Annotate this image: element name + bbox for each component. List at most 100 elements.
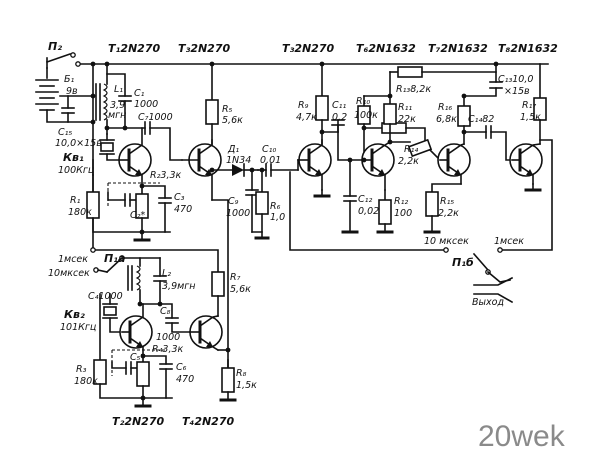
resistor-r5 xyxy=(205,63,219,145)
label-c6: C₆ xyxy=(176,362,187,373)
label-r14v: 2,2к xyxy=(398,156,419,167)
label-d1v: 1N34 xyxy=(226,155,251,166)
output-jack[interactable] xyxy=(473,276,514,304)
capacitor-c12 xyxy=(341,159,359,234)
label-c11v: 0,2 xyxy=(332,112,347,123)
transistor-t2 xyxy=(119,303,153,357)
label-r12v: 100 xyxy=(394,208,412,219)
transistor-t8 xyxy=(509,143,543,185)
transistor-t4 xyxy=(189,315,223,352)
label-c2: C₂* xyxy=(130,210,145,221)
label-r15v: 2,2к xyxy=(438,208,459,219)
label-t2: T₂2N270 xyxy=(112,415,164,428)
label-r15: R₁₅ xyxy=(440,196,454,207)
label-kv1: Кв₁ xyxy=(63,151,84,164)
label-msec1b: 1мсек xyxy=(494,236,524,247)
crystal-kv1 xyxy=(99,133,121,161)
label-c9: C₉ xyxy=(228,196,239,207)
resistor-r9 xyxy=(315,63,329,145)
label-c6v: 470 xyxy=(176,374,194,385)
label-c1v: 1000 xyxy=(134,99,158,110)
resistor-r15 xyxy=(423,191,441,234)
capacitor-c15 xyxy=(61,95,75,123)
resistor-r6 xyxy=(251,169,269,233)
transistor-t5 xyxy=(297,139,332,191)
label-r5: R₅ xyxy=(222,104,233,115)
label-t7: T₇2N1632 xyxy=(428,42,488,55)
resistor-r12 xyxy=(376,189,394,234)
label-msec1: 1мсек xyxy=(58,254,88,265)
label-c10v: 0,01 xyxy=(260,155,281,166)
label-r1: R₁ xyxy=(70,195,81,206)
label-t8: T₈2N1632 xyxy=(498,42,558,55)
label-c5: C₅* xyxy=(130,352,145,363)
resistor-r11 xyxy=(383,95,397,143)
label-r1v: 180к xyxy=(68,207,92,218)
label-kv2v: 101Кгц xyxy=(60,322,96,333)
label-l1v1: 3,9 xyxy=(110,100,125,111)
label-out: Выход xyxy=(472,297,504,308)
label-r3v: 180к xyxy=(74,376,98,387)
label-r9: R₉ xyxy=(298,100,309,111)
label-r6v: 1,0 xyxy=(270,212,285,223)
label-l1v2: мгн xyxy=(108,110,126,121)
label-r2: R₂3,3к xyxy=(150,170,182,181)
label-c8v: 1000 xyxy=(156,332,180,343)
label-c11: C₁₁ xyxy=(332,100,346,111)
component-labels: П₂ Б₁ 9в C₁₅ 10,0×15в Кв₁ 100Кгц R₁ 180к… xyxy=(48,40,541,391)
battery-b1 xyxy=(35,67,94,123)
power-switch-p2[interactable] xyxy=(45,52,81,69)
watermark: 20wek xyxy=(478,420,566,453)
transistor-t7 xyxy=(437,142,471,185)
label-c7: C₇1000 xyxy=(138,112,173,123)
resistor-r16 xyxy=(457,95,471,145)
label-r4: R₄3,3к xyxy=(152,344,184,355)
label-b1: Б₁ xyxy=(64,74,75,85)
label-c3: C₃ xyxy=(174,192,185,203)
label-r13: R₁₃8,2к xyxy=(396,84,431,95)
output-switch-p1b[interactable] xyxy=(289,139,553,283)
inductor-l2 xyxy=(127,265,141,305)
label-r7v: 5,6к xyxy=(230,284,251,295)
label-r9v: 4,7к xyxy=(296,112,317,123)
label-t3b: T₃2N270 xyxy=(282,42,334,55)
label-c15v: 10,0×15в xyxy=(55,138,102,149)
label-r3: R₃ xyxy=(76,364,87,375)
label-r8: R₈ xyxy=(236,368,247,379)
label-c9v: 1000 xyxy=(226,208,250,219)
label-r6: R₆ xyxy=(270,201,281,212)
transistor-labels: T₁2N270 T₃2N270 T₃2N270 T₆2N1632 T₇2N163… xyxy=(108,42,558,428)
label-b1v: 9в xyxy=(66,86,78,97)
label-r17v: 1,5к xyxy=(520,112,541,123)
resistor-r3 xyxy=(93,293,173,399)
label-c3v: 470 xyxy=(174,204,192,215)
label-r11: R₁₁ xyxy=(398,102,412,113)
band-switch-p1a[interactable] xyxy=(90,247,125,274)
capacitor-c6 xyxy=(142,355,173,399)
label-t6: T₆2N1632 xyxy=(356,42,416,55)
label-r16v: 6,8к xyxy=(436,114,457,125)
label-t1: T₁2N270 xyxy=(108,42,160,55)
label-kv1v: 100Кгц xyxy=(58,165,94,176)
label-msec10b: 10 мксек xyxy=(424,236,469,247)
label-r17: R₁₇ xyxy=(522,100,536,111)
resistor-r8 xyxy=(219,359,237,402)
label-d1: Д₁ xyxy=(227,144,239,155)
transistor-t3 xyxy=(181,139,222,201)
label-r10v: 100к xyxy=(354,110,378,121)
resistor-r1 xyxy=(86,174,171,233)
label-c13: C₁₃10,0 xyxy=(498,74,533,85)
label-c13v: ×15в xyxy=(504,86,530,97)
label-msec10: 10мксек xyxy=(48,268,90,279)
label-c1: C₁ xyxy=(134,88,145,99)
label-r12: R₁₂ xyxy=(394,196,408,207)
label-p2: П₂ xyxy=(48,40,62,53)
capacitor-c14 xyxy=(463,125,513,161)
label-r11v: 22к xyxy=(398,114,416,125)
label-c15: C₁₅ xyxy=(58,127,72,138)
label-c12v: 0,02 xyxy=(358,206,379,217)
transistor-t1 xyxy=(118,127,152,187)
label-r14: R₁₄ xyxy=(404,144,418,155)
resistor-r14 xyxy=(389,138,442,162)
label-c8: C₈ xyxy=(160,306,171,317)
